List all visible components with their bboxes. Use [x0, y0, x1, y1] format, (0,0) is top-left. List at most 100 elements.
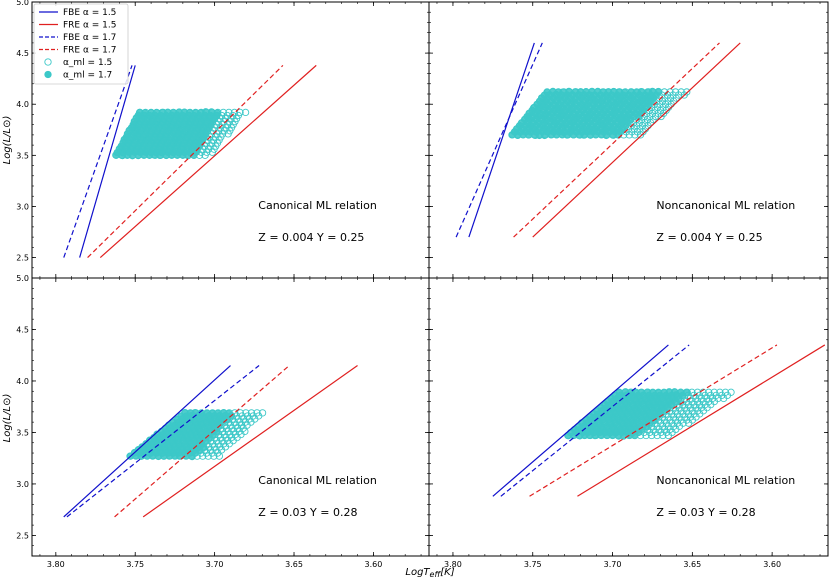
filled-point: [185, 109, 193, 117]
legend-label: FBE α = 1.5: [63, 8, 116, 18]
fbe-solid-edge-line: [468, 42, 535, 238]
y-tick-label: 3.0: [16, 202, 29, 211]
filled-point: [648, 87, 657, 96]
y-tick-label: 5.0: [16, 0, 29, 7]
fre-dashed-edge-line: [529, 344, 778, 497]
filled-point: [152, 109, 161, 117]
x-tick-label: 3.75: [524, 560, 542, 569]
filled-point: [181, 408, 189, 417]
open-point: [677, 88, 685, 96]
fbe-solid-edge-line: [63, 365, 231, 518]
open-point: [693, 388, 702, 396]
alpha-1-7-points: [564, 388, 691, 440]
alpha-1-7-points: [508, 87, 662, 140]
open-point: [727, 388, 735, 396]
x-tick-label: 3.80: [444, 560, 462, 569]
open-point: [236, 409, 244, 417]
open-point: [671, 88, 680, 96]
fre-dashed-edge-line: [513, 42, 720, 238]
open-point: [705, 388, 713, 396]
fre-solid-edge-line: [142, 365, 358, 518]
open-point: [258, 409, 267, 417]
open-point: [242, 409, 250, 417]
y-tick-label: 4.5: [16, 49, 29, 58]
fbe-solid-edge-line: [79, 65, 136, 258]
composition-label: Z = 0.03 Y = 0.28: [656, 506, 755, 519]
fre-solid-edge-line: [577, 344, 826, 497]
fre-dashed-edge-line: [87, 64, 284, 258]
legend-label: α_ml = 1.5: [63, 58, 112, 68]
filled-point: [213, 409, 222, 417]
alpha-1-7-points: [112, 108, 221, 160]
x-axis-label: LogTeff[K]: [405, 567, 454, 579]
x-tick-label: 3.75: [126, 560, 144, 569]
composition-label: Z = 0.004 Y = 0.25: [656, 231, 762, 244]
open-point: [721, 388, 730, 396]
x-tick-label: 3.80: [47, 560, 65, 569]
open-point: [683, 88, 691, 96]
open-point: [225, 108, 233, 117]
y-tick-label: 3.0: [16, 480, 29, 489]
x-tick-label: 3.70: [604, 560, 622, 569]
filled-point: [565, 87, 573, 96]
open-point: [716, 388, 724, 396]
composition-label: Z = 0.03 Y = 0.28: [258, 506, 357, 519]
legend-open-marker: [44, 58, 52, 66]
y-tick-label: 5.0: [16, 274, 29, 283]
plot-area: [455, 42, 741, 238]
filled-point: [677, 388, 685, 396]
ml-relation-label: Canonical ML relation: [258, 199, 377, 212]
ml-relation-label: Noncanonical ML relation: [656, 474, 795, 487]
open-point: [236, 108, 244, 117]
filled-point: [620, 88, 629, 96]
fbe-dashed-edge-line: [63, 65, 133, 258]
ml-relation-label: Canonical ML relation: [258, 474, 377, 487]
fre-solid-edge-line: [532, 42, 741, 238]
x-tick-label: 3.65: [683, 560, 701, 569]
y-tick-label: 2.5: [16, 254, 29, 263]
open-point: [241, 108, 250, 117]
open-point: [230, 108, 239, 117]
filled-point: [637, 87, 645, 96]
filled-point: [196, 409, 205, 418]
y-tick-label: 4.0: [16, 100, 29, 109]
legend-label: FRE α = 1.5: [63, 21, 117, 31]
filled-point: [654, 87, 662, 96]
legend-label: α_ml = 1.7: [63, 71, 112, 81]
plot-area: [63, 365, 358, 518]
y-tick-label: 3.5: [16, 151, 29, 160]
open-point: [253, 409, 261, 417]
panel-frame: [428, 1, 829, 279]
y-tick-label: 4.5: [16, 325, 29, 334]
filled-point: [683, 388, 691, 396]
legend-label: FRE α = 1.7: [63, 46, 117, 56]
plot-area: [492, 344, 826, 497]
open-point: [699, 388, 707, 396]
filled-point: [637, 388, 645, 396]
x-tick-label: 3.70: [206, 560, 224, 569]
plot-area: [63, 64, 317, 259]
filled-point: [582, 88, 590, 96]
y-axis-label-bottom: Log(L/L⊙): [2, 394, 13, 443]
open-point: [247, 409, 256, 417]
filled-point: [224, 409, 233, 418]
y-tick-label: 4.0: [16, 377, 29, 386]
filled-point: [141, 109, 149, 117]
filled-point: [213, 109, 221, 117]
y-axis-label-top: Log(L/L⊙): [2, 116, 13, 165]
legend-filled-marker: [44, 70, 52, 79]
fbe-dashed-edge-line: [66, 365, 260, 518]
legend-label: FBE α = 1.7: [63, 33, 116, 43]
filled-point: [670, 388, 679, 396]
x-tick-label: 3.60: [365, 560, 383, 569]
y-tick-label: 3.5: [16, 428, 29, 437]
filled-point: [627, 88, 636, 96]
y-tick-label: 2.5: [16, 531, 29, 540]
